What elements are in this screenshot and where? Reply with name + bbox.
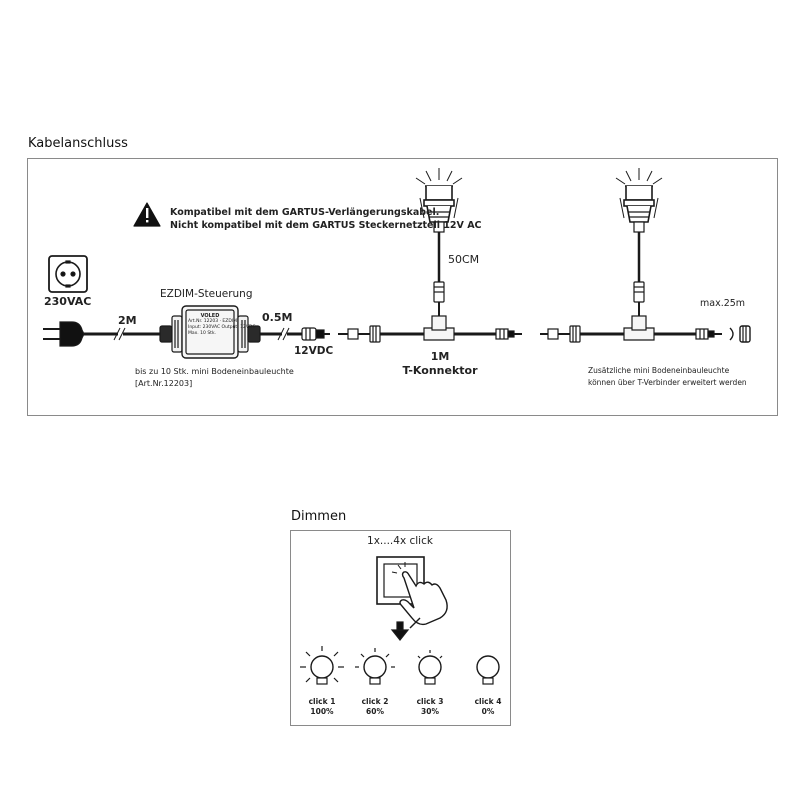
t-connector-label: T-Konnektor [402, 364, 478, 377]
lamp-2-cable [633, 232, 645, 316]
dim-step-3-click: click 3 [416, 697, 444, 706]
t-connector-2 [540, 315, 722, 343]
dim-step-1-click: click 1 [308, 697, 336, 706]
lamp-1-icon [415, 168, 463, 233]
dim-step-1: click 1 100% [297, 697, 347, 717]
hand-press-icon [391, 562, 448, 629]
cable-length-2m-label: 2M [118, 314, 137, 327]
lamp-1-cable [433, 232, 445, 316]
ezdim-controller [159, 305, 261, 359]
output-voltage-label: 12VDC [294, 345, 334, 357]
warning-line-1: Kompatibel mit dem GARTUS-Verlängerungsk… [170, 207, 440, 218]
extension-note: Zusätzliche mini Bodeneinbauleuchte könn… [588, 365, 747, 389]
bulb-60-icon [355, 648, 395, 685]
lamp-cable-length-label: 50CM [448, 253, 480, 266]
max-length-label: max.25m [700, 298, 746, 309]
bulb-100-icon [300, 646, 344, 685]
controller-spec-3: Max. 10 Stk. [188, 331, 216, 336]
dim-step-2-level: 60% [366, 707, 384, 716]
click-instruction: 1x....4x click [367, 535, 433, 547]
capacity-notes: bis zu 10 Stk. mini Bodeneinbauleuchte [… [135, 366, 294, 390]
controller-label: VOLED Art.Nr. 12203 · EZDIM Input: 230VA… [188, 313, 256, 337]
controller-title: EZDIM-Steuerung [160, 288, 253, 300]
bulb-30-icon [417, 650, 443, 685]
kabelanschluss-frame [27, 158, 778, 416]
wall-socket-icon [48, 255, 88, 293]
controller-brand: VOLED [200, 313, 220, 319]
arrow-down-icon [390, 621, 410, 641]
warning-line-2: Nicht kompatibel mit dem GARTUS Steckern… [170, 220, 482, 231]
dim-step-1-level: 100% [310, 707, 334, 716]
bulb-0-icon [476, 655, 500, 685]
cable-length-05m-label: 0.5M [262, 311, 293, 324]
dim-step-4-level: 0% [481, 707, 495, 716]
end-cap-icon [729, 325, 751, 343]
socket-voltage-label: 230VAC [44, 295, 92, 308]
warning-icon [133, 202, 161, 227]
dim-step-3: click 3 30% [405, 697, 455, 717]
section-title-kabelanschluss: Kabelanschluss [28, 136, 128, 151]
lamp-2-icon [615, 168, 663, 233]
t-connector-1 [338, 315, 522, 343]
dim-step-2: click 2 60% [350, 697, 400, 717]
extension-note-line-1: Zusätzliche mini Bodeneinbauleuchte [588, 366, 730, 375]
dim-step-4: click 4 0% [463, 697, 513, 717]
output-connector-female [301, 327, 330, 341]
section-title-dimmen: Dimmen [291, 509, 347, 524]
t-connector-length-label: 1M [430, 350, 450, 363]
warning-text: Kompatibel mit dem GARTUS-Verlängerungsk… [170, 206, 482, 232]
article-note: [Art.Nr.12203] [135, 379, 193, 388]
dim-step-2-click: click 2 [361, 697, 389, 706]
capacity-note: bis zu 10 Stk. mini Bodeneinbauleuchte [135, 367, 294, 376]
dim-step-3-level: 30% [421, 707, 439, 716]
controller-spec-2: Input: 230VAC Output: 12VDC [188, 325, 256, 330]
dimmen-frame [290, 530, 511, 726]
extension-note-line-2: können über T-Verbinder erweitert werden [588, 378, 747, 387]
dim-step-4-click: click 4 [474, 697, 502, 706]
power-plug-icon [43, 321, 98, 347]
controller-spec-1: Art.Nr. 12203 · EZDIM [188, 319, 237, 324]
